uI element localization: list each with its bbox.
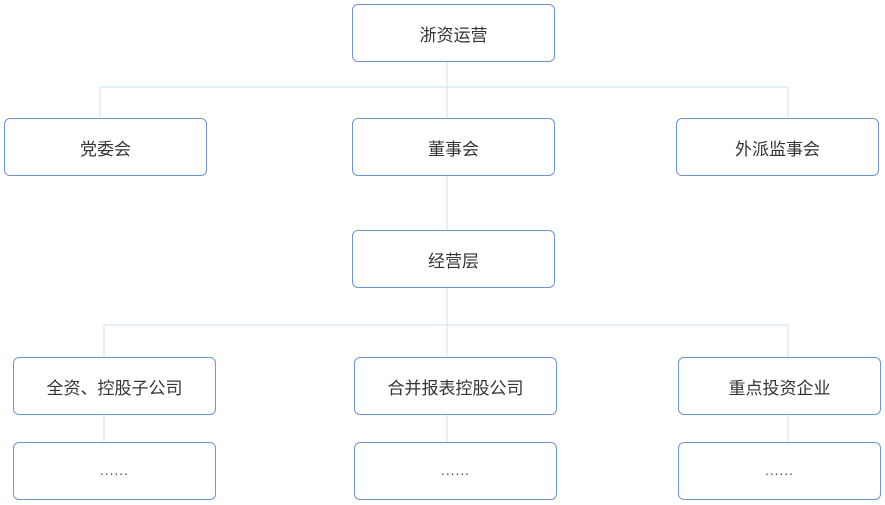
node-subsidiaries: 全资、控股子公司 — [13, 357, 216, 415]
node-board-label: 董事会 — [428, 139, 479, 160]
node-key-investments-label: 重点投资企业 — [728, 378, 831, 399]
node-supervisory-board-label: 外派监事会 — [735, 139, 820, 160]
node-consolidated-label: 合并报表控股公司 — [387, 378, 524, 399]
ellipsis-left-label: ...... — [100, 464, 129, 478]
node-management-label: 经营层 — [428, 251, 479, 272]
ellipsis-center-label: ...... — [441, 464, 470, 478]
node-party-committee: 党委会 — [4, 118, 207, 176]
node-subsidiaries-label: 全资、控股子公司 — [46, 378, 183, 399]
node-consolidated: 合并报表控股公司 — [354, 357, 557, 415]
node-party-committee-label: 党委会 — [80, 139, 131, 160]
node-board: 董事会 — [352, 118, 555, 176]
node-supervisory-board: 外派监事会 — [676, 118, 879, 176]
node-key-investments: 重点投资企业 — [678, 357, 881, 415]
node-ellipsis-left: ...... — [13, 442, 216, 500]
ellipsis-right-label: ...... — [765, 464, 794, 478]
node-root: 浙资运营 — [352, 4, 555, 62]
node-ellipsis-center: ...... — [354, 442, 557, 500]
node-root-label: 浙资运营 — [419, 25, 488, 46]
node-management: 经营层 — [352, 230, 555, 288]
node-ellipsis-right: ...... — [678, 442, 881, 500]
